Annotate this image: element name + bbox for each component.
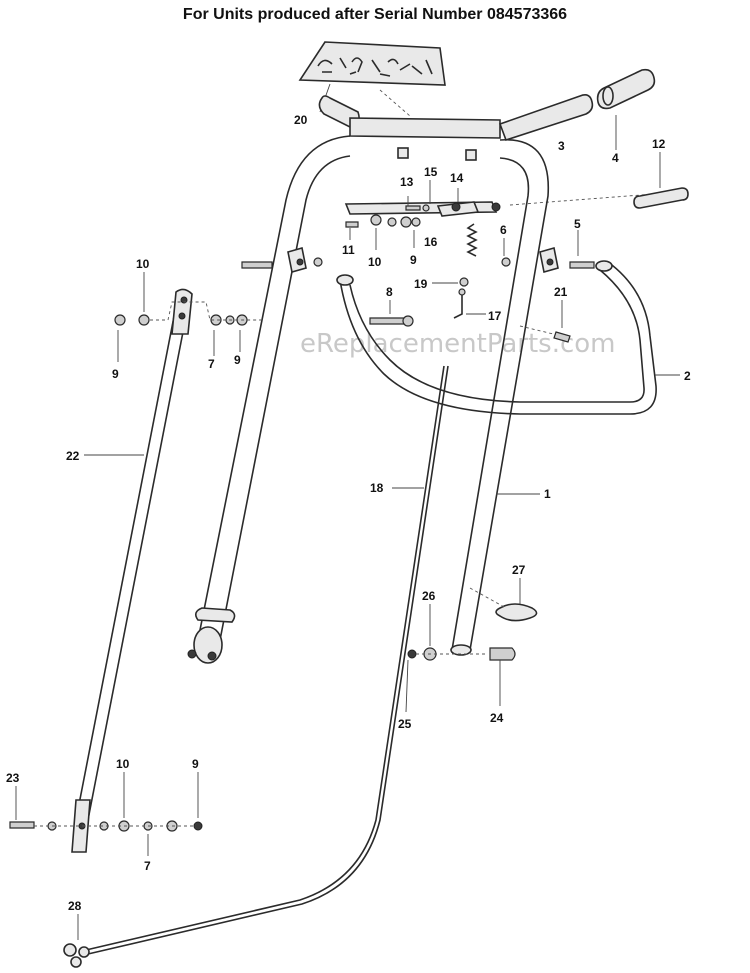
part-2-lower-frame[interactable]: [336, 260, 680, 415]
callout-2: 2: [684, 369, 691, 383]
part-25-nut[interactable]: [405, 649, 417, 713]
part-bracket-right[interactable]: [501, 230, 595, 274]
callout-6: 6: [500, 223, 507, 237]
callout-7a: 7: [208, 357, 215, 371]
part-1-main-frame[interactable]: [187, 135, 550, 664]
watermark-text: eReplacementParts.com: [300, 329, 616, 359]
callout-9d: 9: [192, 757, 199, 771]
callout-8: 8: [386, 285, 393, 299]
callout-28: 28: [68, 899, 82, 913]
callout-1: 1: [544, 487, 551, 501]
callout-13: 13: [400, 175, 414, 189]
part-control-linkage[interactable]: [344, 180, 501, 287]
callout-14: 14: [450, 171, 464, 185]
part-8-bolt[interactable]: [369, 300, 414, 327]
callout-12: 12: [652, 137, 666, 151]
callout-23: 23: [6, 771, 20, 785]
part-27-clip[interactable]: [469, 578, 538, 622]
callout-10b: 10: [368, 255, 382, 269]
callout-21: 21: [554, 285, 568, 299]
part-upper-handle[interactable]: [318, 68, 681, 206]
callout-22: 22: [66, 449, 80, 463]
part-lower-left-hardware[interactable]: [9, 772, 203, 856]
page-title: For Units produced after Serial Number 0…: [182, 6, 568, 23]
callout-27: 27: [512, 563, 526, 577]
callout-9a: 9: [112, 367, 119, 381]
callout-10a: 10: [136, 257, 150, 271]
callout-7b: 7: [144, 859, 151, 873]
part-28-cable-end[interactable]: [63, 914, 90, 968]
callout-10c: 10: [116, 757, 130, 771]
callout-25: 25: [398, 717, 412, 731]
callout-20: 20: [294, 113, 308, 127]
part-17-clip[interactable]: [453, 288, 486, 319]
part-12-tube[interactable]: [633, 152, 689, 209]
part-bracket-left[interactable]: [241, 246, 323, 274]
callout-11: 11: [342, 243, 355, 257]
callout-5: 5: [574, 217, 581, 231]
callout-26: 26: [422, 589, 436, 603]
part-22-rod[interactable]: [71, 272, 262, 853]
callout-19: 19: [414, 277, 428, 291]
part-18-cable[interactable]: [85, 365, 449, 955]
callout-9c: 9: [410, 253, 417, 267]
callout-24: 24: [490, 711, 504, 725]
part-24-bolt[interactable]: [489, 647, 516, 706]
callout-3: 3: [558, 139, 565, 153]
callout-18: 18: [370, 481, 384, 495]
callout-15: 15: [424, 165, 438, 179]
callout-17: 17: [488, 309, 502, 323]
part-20-decal[interactable]: [298, 41, 446, 113]
part-26-washer[interactable]: [423, 604, 437, 661]
part-21-bolt[interactable]: [519, 300, 571, 343]
callout-9b: 9: [234, 353, 241, 367]
callout-4: 4: [612, 151, 619, 165]
callout-16: 16: [424, 235, 438, 249]
callout-labels: 1 2 3 4 5 6 7 7 8 9 9 9 9 10 10 10 11 12…: [6, 113, 691, 913]
